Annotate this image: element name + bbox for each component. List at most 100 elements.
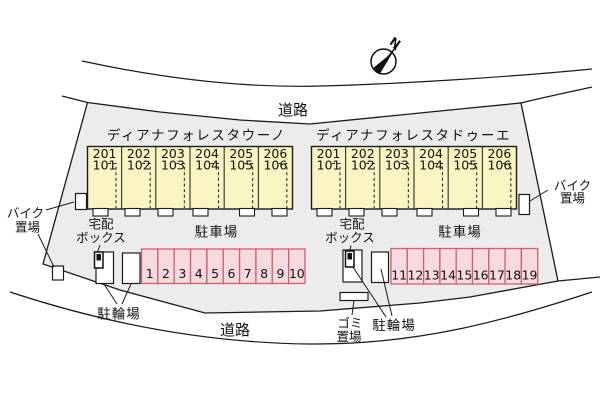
parking-space-number: 12	[407, 268, 423, 283]
unit-number-lower: 103	[385, 158, 409, 173]
bicycle-parking-left: 駐輪場 宅配 ボックス	[76, 217, 141, 323]
parking-space-number: 19	[522, 268, 538, 283]
unit-entrance-porch	[157, 207, 174, 217]
unit-number-lower: 105	[229, 158, 253, 173]
parking-space-number: 8	[260, 266, 268, 281]
garbage-area: ゴミ 置場	[336, 291, 369, 344]
building-left-name: ディアナフォレスタウーノ	[107, 127, 286, 144]
parking-space-number: 7	[244, 266, 252, 281]
unit-entrance-porch	[462, 207, 480, 217]
parking-space-number: 17	[489, 268, 505, 283]
leader-line	[121, 283, 132, 305]
leader-line	[349, 245, 352, 252]
delivery-box-left-label-1: 宅配	[88, 217, 114, 232]
parking-space-number: 5	[211, 266, 219, 281]
delivery-box-right-label-2: ボックス	[325, 230, 375, 245]
unit-number-lower: 106	[487, 158, 511, 173]
unit-interior-dashed-line	[210, 163, 219, 208]
parking-space-number: 2	[162, 266, 170, 281]
bicycle-parking-left-label: 駐輪場	[97, 306, 141, 323]
bike-storage-left-label-1: バイク	[7, 206, 44, 221]
building-right: ディアナフォレスタドゥーエ 20110120210220310320410420…	[310, 127, 518, 217]
unit-interior-dashed-line	[366, 163, 375, 208]
unit-entrance-porch	[316, 207, 333, 217]
parking-space-number: 14	[440, 268, 456, 283]
unit-interior-dashed-line	[278, 163, 288, 208]
bike-storage-right: バイク 置場	[518, 178, 591, 216]
leader-line	[45, 201, 75, 211]
parking-label-right: 駐車場	[438, 225, 482, 241]
road-line-top-right-ext	[520, 86, 593, 104]
leader-line	[37, 233, 55, 268]
unit-entrance-porch	[192, 207, 209, 217]
road-line-bottom-right-ext	[557, 276, 600, 282]
compass-north-label: N	[387, 34, 403, 51]
parking-space	[520, 247, 539, 285]
roads: 道路 道路	[9, 60, 600, 345]
unit-number-upper: 204	[195, 146, 219, 161]
unit-number-lower: 102	[351, 158, 375, 173]
unit-entrance-porch	[271, 207, 288, 217]
unit-number-lower: 104	[419, 158, 443, 173]
leader-line	[97, 244, 101, 253]
bicycle-parking-area	[121, 252, 141, 285]
building-left: ディアナフォレスタウーノ 201101202102203103204104205…	[86, 127, 294, 217]
unit-interior-dashed-line	[108, 163, 117, 208]
unit-number-lower: 105	[453, 158, 477, 173]
delivery-box-left-label-2: ボックス	[76, 230, 126, 245]
garbage-area-label-2: 置場	[336, 329, 361, 344]
unit-number-lower: 103	[161, 158, 185, 173]
garbage-area-label-1: ゴミ	[337, 316, 362, 331]
parking-space-number: 1	[146, 266, 154, 281]
unit-number-upper: 206	[263, 146, 287, 161]
building-right-name: ディアナフォレスタドゥーエ	[316, 127, 511, 144]
unit-interior-dashed-line	[400, 163, 409, 208]
unit-interior-dashed-line	[176, 163, 185, 208]
unit-number-upper: 204	[419, 146, 443, 161]
road-line-top-left-ext	[61, 95, 88, 104]
parking-space-number: 4	[195, 266, 203, 281]
bike-storage-box-lower	[51, 265, 65, 281]
unit-interior-dashed-line	[142, 163, 151, 208]
unit-interior-dashed-line	[434, 163, 443, 208]
unit-number-upper: 201	[93, 146, 117, 161]
compass: N	[370, 34, 403, 75]
unit-entrance-porch	[238, 207, 256, 217]
bike-storage-right-label-2: 置場	[560, 191, 585, 206]
parking-space-number: 11	[391, 268, 407, 283]
unit-number-lower: 106	[263, 158, 287, 173]
bicycle-parking-area	[370, 251, 390, 284]
unit-number-upper: 205	[229, 146, 253, 161]
parking-space-number: 3	[178, 266, 186, 281]
unit-number-lower: 104	[195, 158, 219, 173]
road-label-bottom: 道路	[220, 321, 250, 339]
unit-number-upper: 206	[487, 146, 511, 161]
unit-interior-dashed-line	[244, 163, 254, 208]
bike-storage-left: バイク 置場	[7, 192, 88, 281]
delivery-box-icon-slot	[347, 253, 352, 260]
leader-line	[352, 266, 387, 318]
leader-line	[351, 300, 355, 316]
parking-space-number: 6	[227, 266, 235, 281]
parking-space-number: 18	[505, 268, 521, 283]
road-line-top-outer	[81, 60, 593, 87]
unit-entrance-porch	[416, 207, 433, 217]
parking-space-number: 13	[424, 268, 440, 283]
unit-number-upper: 202	[351, 146, 375, 161]
road-line-bottom-outer	[9, 291, 593, 345]
bicycle-parking-right-label: 駐輪場	[372, 317, 416, 334]
garbage-area-box	[339, 291, 369, 302]
road-label-top: 道路	[278, 101, 308, 119]
unit-number-lower: 102	[127, 158, 151, 173]
unit-number-upper: 203	[161, 146, 185, 161]
unit-entrance-porch	[124, 207, 141, 217]
bike-storage-left-label-2: 置場	[15, 220, 40, 235]
leader-line	[380, 268, 393, 317]
